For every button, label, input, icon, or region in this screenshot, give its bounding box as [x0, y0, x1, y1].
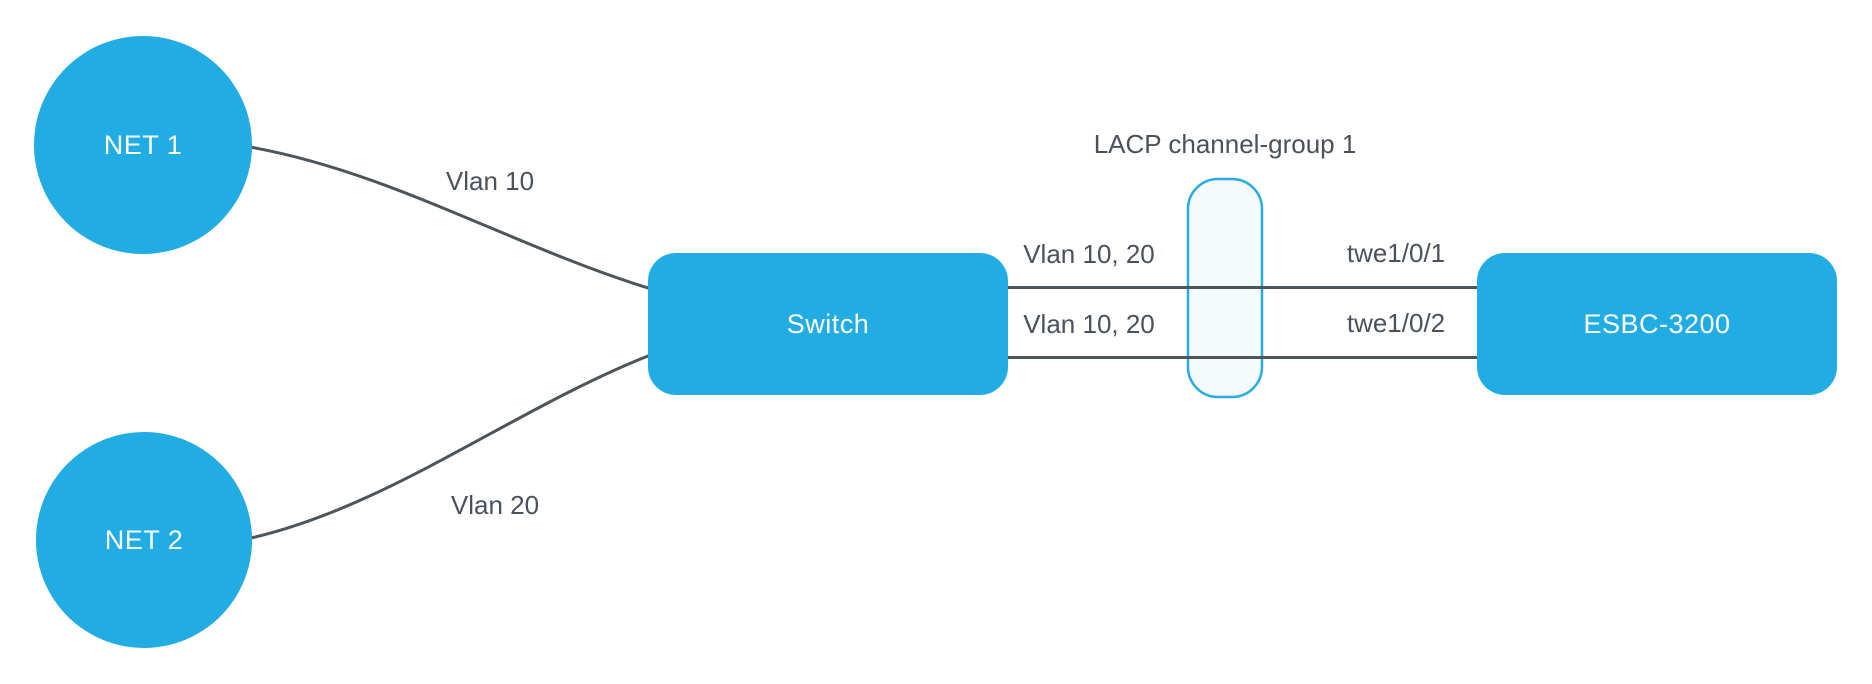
edge-net1-switch-line: [248, 145, 650, 290]
edge-net2-switch-line: [249, 354, 650, 540]
esbc-3200-node-label: ESBC-3200: [1583, 308, 1731, 339]
net1-node: NET 1: [34, 36, 252, 254]
net2-node-label: NET 2: [104, 524, 184, 555]
switch-node-label: Switch: [786, 308, 870, 339]
link1-vlan-label: Vlan 10, 20: [1023, 239, 1155, 269]
esbc-3200-node: ESBC-3200: [1477, 253, 1837, 395]
net2-node: NET 2: [36, 432, 252, 648]
vlan-10-edge-label: Vlan 10: [445, 166, 535, 196]
switch-node: Switch: [648, 253, 1008, 395]
net1-node-label: NET 1: [103, 129, 183, 160]
link2-vlan-label: Vlan 10, 20: [1023, 309, 1155, 339]
lacp-channel-group-label: LACP channel-group 1: [1093, 129, 1357, 159]
link2-port-label: twe1/0/2: [1346, 308, 1446, 338]
link1-port-label: twe1/0/1: [1346, 238, 1446, 268]
vlan-20-edge-label: Vlan 20: [450, 490, 540, 520]
